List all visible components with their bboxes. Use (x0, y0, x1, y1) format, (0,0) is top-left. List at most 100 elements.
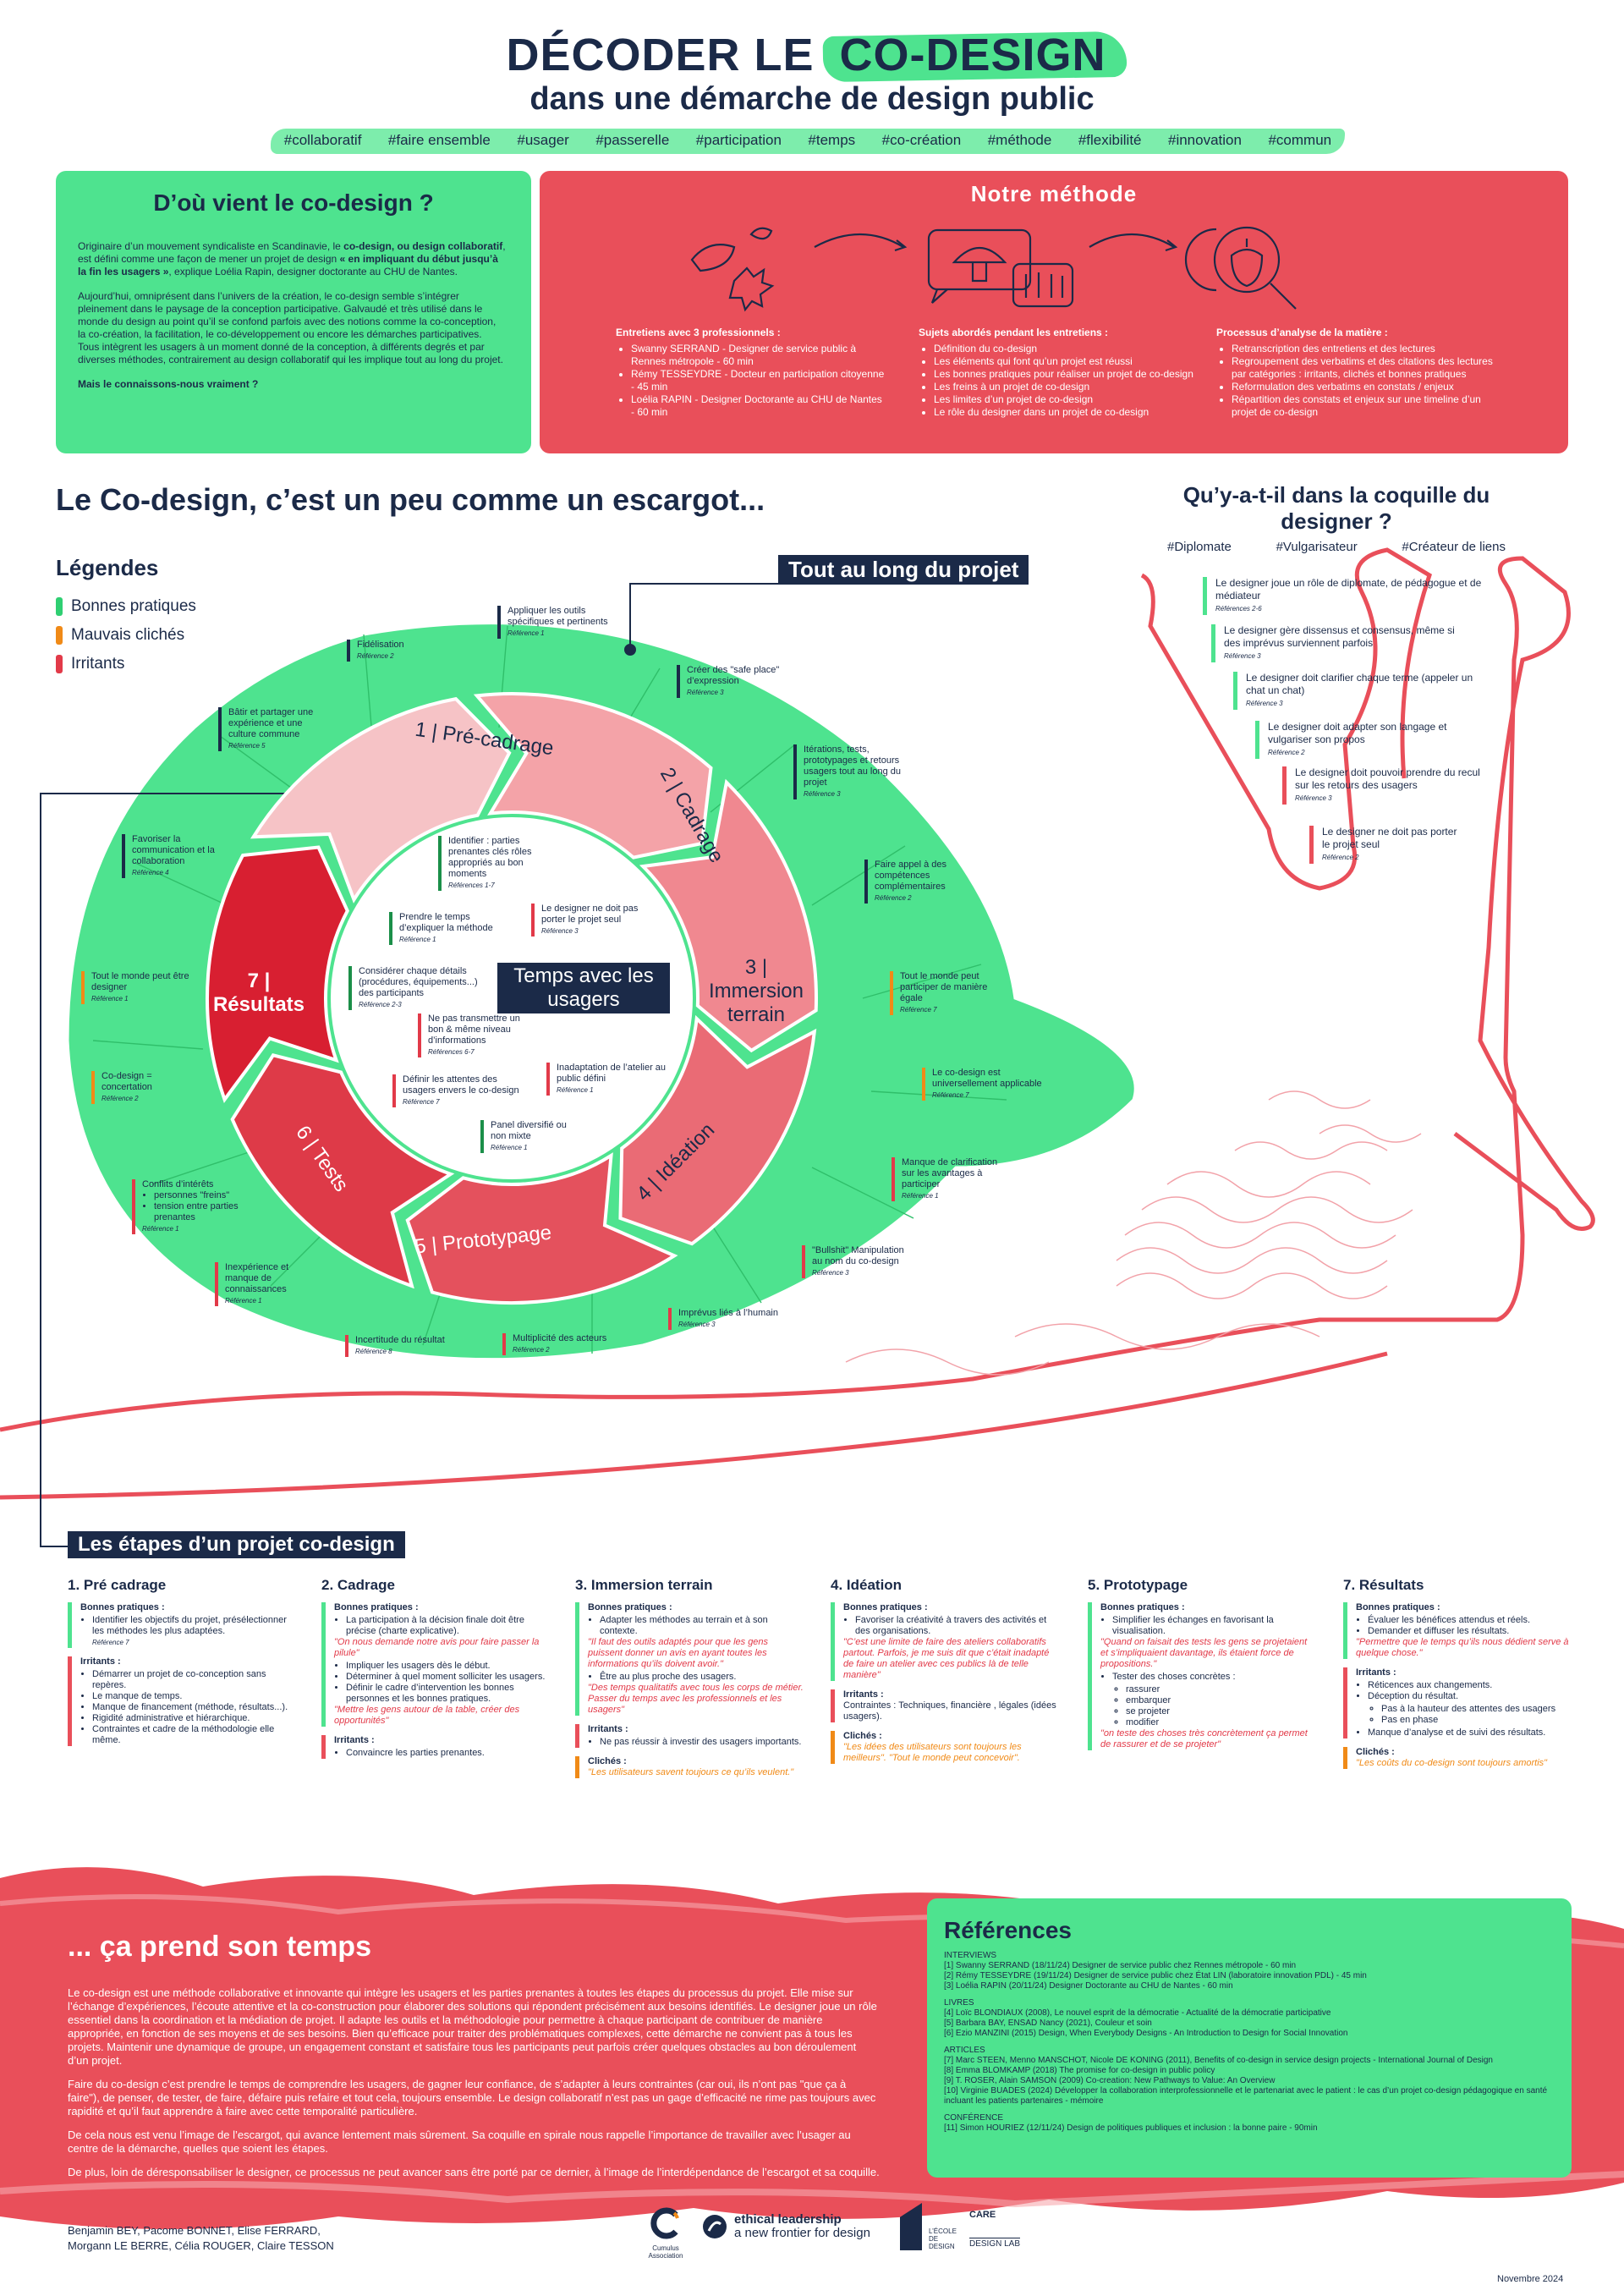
sub-item: modifier (1126, 1717, 1316, 1728)
irritants-list: Démarrer un projet de co-conception sans… (80, 1669, 296, 1746)
date: Novembre 2024 (1497, 2274, 1564, 2284)
note-outer: Bâtir et partager une expérience et une … (218, 707, 330, 751)
shell-item: Le designer ne doit pas porter le projet… (1309, 826, 1457, 864)
sub-item: Pas à la hauteur des attentes des usager… (1381, 1704, 1572, 1715)
block-title: Irritants : (80, 1656, 121, 1667)
poster-subtitle: dans une démarche de design public (529, 81, 1095, 117)
hashtag: #commun (1268, 132, 1332, 148)
hashtag: #usager (517, 132, 569, 148)
note-inner: Considérer chaque détails (procédures, é… (348, 966, 486, 1010)
shell-title: Qu’y-a-t-il dans la coquille du designer… (1182, 482, 1490, 534)
good-practices-block: Bonnes pratiques : Évaluer les bénéfices… (1343, 1602, 1572, 1659)
step-title: 4. Idéation (831, 1577, 903, 1593)
list-item: Adapter les méthodes au terrain et à son… (600, 1615, 804, 1637)
cycle-step-segment (618, 1014, 817, 1246)
note-outer-cliche: Le co-design est universellement applica… (922, 1068, 1051, 1101)
note-text: Identifier : parties prenantes clés rôle… (448, 836, 532, 879)
step-column-2: 2. Cadrage Bonnes pratiques : La partici… (321, 1577, 550, 1759)
good-practices-block: Bonnes pratiques : Identifier les object… (68, 1602, 296, 1648)
good-item: Impliquer les usagers dès le début. (346, 1661, 550, 1672)
step-column-1: 1. Pré cadrage Bonnes pratiques : Identi… (68, 1577, 296, 1746)
hashtag: #méthode (987, 132, 1052, 148)
method-col1-list: Swanny SERRAND - Designer de service pub… (616, 343, 886, 419)
legend-item: Irritants (56, 655, 196, 673)
method-item: Retranscription des entretiens et des le… (1232, 343, 1504, 355)
speech-bubble-icon (927, 228, 1032, 291)
note-ref: Référence 3 (812, 1269, 849, 1277)
note-ref: Référence 2 (102, 1095, 139, 1102)
quote: "Les idées des utilisateurs sont toujour… (843, 1742, 1022, 1763)
method-column-interviews: Entretiens avec 3 professionnels : Swann… (616, 327, 886, 419)
method-item: Les éléments qui font qu’un projet est r… (934, 355, 1198, 368)
irritant-item: Manque de financement (méthode, résultat… (92, 1702, 296, 1713)
method-col2-title: Sujets abordés pendant les entretiens : (919, 327, 1109, 338)
sub-list: rassurerembarquerse projetermodifier (1100, 1684, 1316, 1728)
good-item: Déterminer à quel moment solliciter les … (346, 1672, 550, 1683)
step-title: 3. Immersion terrain (575, 1577, 713, 1593)
reference-section-title: LIVRES (944, 1998, 974, 2008)
cliches-block: Clichés : "Les idées des utilisateurs so… (831, 1731, 1059, 1764)
legend-label: Bonnes pratiques (71, 597, 196, 615)
logo-text: DESIGN LAB (969, 2238, 1021, 2249)
shell-tag: #Créateur de liens (1402, 540, 1506, 554)
good-item: Demander et diffuser les résultats. (1368, 1626, 1572, 1637)
note-ref: Référence 7 (900, 1006, 937, 1013)
quote: "C’est une limite de faire des ateliers … (843, 1637, 1050, 1680)
references-list: INTERVIEWS[1] Swanny SERRAND (18/11/24) … (944, 1951, 1555, 2134)
good-practices-block: Bonnes pratiques : Adapter les méthodes … (575, 1602, 804, 1716)
note-text: Panel diversifié ou non mixte (491, 1120, 567, 1141)
shell-item-text: Le designer ne doit pas porter le projet… (1322, 826, 1457, 850)
step-title: 7. Résultats (1343, 1577, 1424, 1593)
list-item: Convaincre les parties prenantes. (346, 1748, 550, 1759)
shell-item-text: Le designer doit clarifier chaque terme … (1246, 672, 1473, 696)
note-outer: Favoriser la communication et la collabo… (122, 834, 233, 878)
note-ref: Référence 2-3 (359, 1001, 402, 1008)
method-col1-title: Entretiens avec 3 professionnels : (616, 327, 781, 338)
note-outer: Itérations, tests, prototypages et retou… (793, 744, 914, 799)
block-title: Bonnes pratiques : (1100, 1602, 1185, 1612)
irritant-item: Manque d’analyse et de suivi des résulta… (1368, 1727, 1572, 1738)
quote: "Il faut des outils adaptés pour que les… (588, 1637, 769, 1669)
good-practices-block: Bonnes pratiques : Simplifier les échang… (1088, 1602, 1316, 1750)
magnifier-acorn-illustration (1213, 226, 1297, 310)
reference-item: [1] Swanny SERRAND (18/11/24) Designer d… (944, 1961, 1297, 1970)
step-title: 5. Prototypage (1088, 1577, 1188, 1593)
note-ref: Référence 1 (91, 995, 129, 1002)
irritants-list: Réticences aux changements.Déception du … (1356, 1680, 1572, 1702)
note-outer-irritant: Manque de clarification sur les avantage… (892, 1157, 1003, 1201)
conclusion-paragraph: De cela nous est venu l’image de l’escar… (68, 2128, 851, 2155)
magnifier-icon (1184, 228, 1216, 292)
references-title: Références (944, 1917, 1072, 1943)
sub-item: rassurer (1126, 1684, 1316, 1695)
leaf-icon (690, 244, 736, 272)
reference-item: [4] Loïc BLONDIAUX (2008), Le nouvel esp… (944, 2008, 1331, 2018)
note-text: Tout le monde peut être designer (91, 971, 189, 992)
snail-foot-outline (0, 1351, 1388, 1500)
shell-tag: #Vulgarisateur (1276, 540, 1358, 554)
reference-item: [6] Ezio MANZINI (2015) Design, When Eve… (944, 2029, 1348, 2038)
authors-line: Benjamin BEY, Pacome BONNET, Elise FERRA… (68, 2224, 321, 2237)
list-item: Être au plus proche des usagers. (600, 1672, 804, 1683)
note-text: Fidélisation (357, 640, 404, 650)
note-text: Faire appel à des compétences complément… (875, 860, 946, 892)
note-inner: Le designer ne doit pas porter le projet… (531, 904, 643, 937)
ethical-leadership-icon (703, 2215, 727, 2238)
title-highlight: CO-DESIGN (828, 29, 1118, 81)
hashtag: #temps (808, 132, 856, 148)
conclusion-paragraph: Faire du co-design c’est prendre le temp… (68, 2078, 876, 2117)
shell-tags: #Diplomate#Vulgarisateur#Créateur de lie… (1167, 540, 1506, 554)
block-title: Bonnes pratiques : (1356, 1602, 1440, 1612)
hashtag: #faire ensemble (387, 132, 491, 148)
quote: "Les coûts du co-design sont toujours am… (1356, 1758, 1548, 1768)
note-ref: Référence 5 (228, 742, 266, 750)
note-ref: Référence 2 (513, 1346, 550, 1354)
note-ref: Référence 2 (875, 894, 912, 902)
references-box: Références INTERVIEWS[1] Swanny SERRAND … (927, 1898, 1572, 2178)
authors: Benjamin BEY, Pacome BONNET, Elise FERRA… (68, 2223, 334, 2254)
note-text: Incertitude du résultat (355, 1335, 445, 1345)
cycle-step-segment (206, 845, 349, 1103)
